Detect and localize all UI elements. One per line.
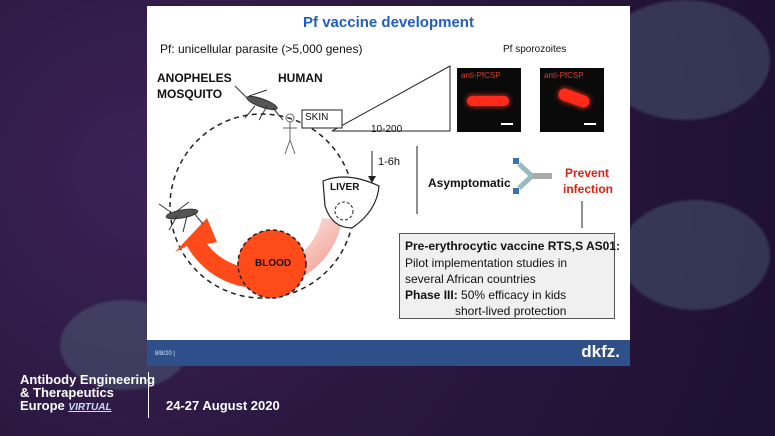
skin-box xyxy=(301,109,343,129)
blood-circle xyxy=(237,229,307,299)
human-icon xyxy=(283,113,297,155)
micro-label: anti-PfCSP xyxy=(461,71,501,80)
presentation-slide: Pf vaccine development Pf: unicellular p… xyxy=(147,6,630,366)
slide-title: Pf vaccine development xyxy=(303,14,474,31)
microscopy-image-1: anti-PfCSP xyxy=(457,68,521,132)
human-label: HUMAN xyxy=(278,71,323,85)
count-label: 10-200 xyxy=(371,124,403,135)
slide-footer-bar: 8/8/20 | dkfz. xyxy=(147,340,630,366)
box-line-1: Pre-erythrocytic vaccine RTS,S AS01: xyxy=(405,239,620,253)
decorative-molecule xyxy=(620,200,770,310)
box-line-3: several African countries xyxy=(405,272,536,286)
conference-line-2: & Therapeutics xyxy=(20,385,114,400)
micro-label: anti-PfCSP xyxy=(544,71,584,80)
virtual-label: VIRTUAL xyxy=(68,402,112,413)
infection-label: infection xyxy=(563,182,613,196)
scale-bar xyxy=(501,123,513,125)
box-line-4: Phase III: 50% efficacy in kids xyxy=(405,288,566,302)
triangle-dose-shape xyxy=(331,65,451,132)
conference-dates: 24-27 August 2020 xyxy=(166,398,280,413)
efficacy-text: 50% efficacy in kids xyxy=(457,288,567,302)
subtitle: Pf: unicellular parasite (>5,000 genes) xyxy=(160,42,363,56)
dkfz-logo: dkfz. xyxy=(581,342,620,361)
down-arrow-head xyxy=(368,176,376,183)
box-line-5: short-lived protection xyxy=(455,304,567,318)
conference-line-3: Europe VIRTUAL xyxy=(20,399,155,414)
asymptomatic-label: Asymptomatic xyxy=(428,176,511,190)
slide-footer-date: 8/8/20 | xyxy=(155,351,175,357)
sporozoite-cell xyxy=(467,96,509,106)
blood-label: BLOOD xyxy=(255,258,292,269)
liver-shape xyxy=(322,176,380,229)
conference-divider xyxy=(148,372,149,418)
box-line-2: Pilot implementation studies in xyxy=(405,256,568,270)
scale-bar xyxy=(584,123,596,125)
mosquito-left-icon xyxy=(158,201,204,233)
mosquito-top-icon xyxy=(234,85,284,121)
mosquito-label: MOSQUITO xyxy=(157,87,223,101)
europe-label: Europe xyxy=(20,398,65,413)
prevent-label: Prevent xyxy=(565,166,610,180)
skin-label: SKIN xyxy=(305,112,329,123)
liver-label: LIVER xyxy=(330,182,360,193)
sporozoites-title: Pf sporozoites xyxy=(503,44,567,55)
liver-cell xyxy=(334,201,354,221)
vaccine-info-box: Pre-erythrocytic vaccine RTS,S AS01: Pil… xyxy=(399,233,620,319)
lifecycle-diagram xyxy=(158,65,583,299)
antibody-icon xyxy=(513,158,552,194)
microscopy-image-2: anti-PfCSP xyxy=(540,68,604,132)
time-label: 1-6h xyxy=(378,156,401,168)
anopheles-label: ANOPHELES xyxy=(157,71,232,85)
conference-line-1: Antibody Engineering xyxy=(20,372,156,387)
conference-logo: Antibody Engineering & Therapeutics Euro… xyxy=(20,373,155,414)
phase-label: Phase III: xyxy=(405,288,458,302)
